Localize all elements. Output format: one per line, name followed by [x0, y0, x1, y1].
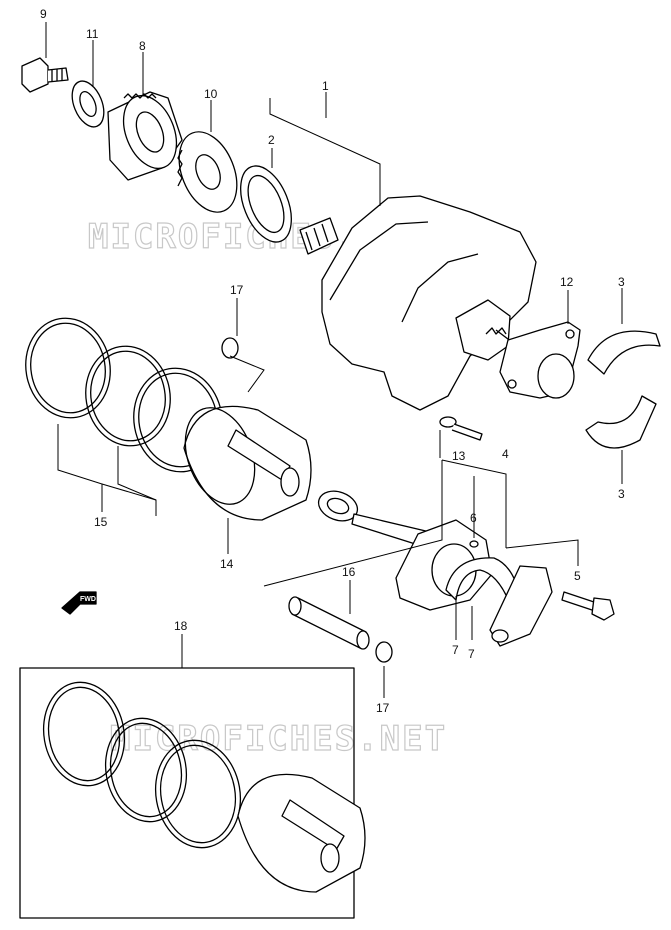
part-bearing-3-upper: [587, 330, 661, 375]
callout-14: 14: [220, 557, 234, 571]
part-washer-2: [240, 165, 292, 243]
callouts: 9 11 8 10 1 2 12 3 3 13 4 6 5 7 7 17 17 …: [40, 7, 625, 715]
part-piston-14: [183, 405, 312, 521]
callout-7-right: 7: [468, 647, 475, 661]
callout-17-lower: 17: [376, 701, 390, 715]
callout-11: 11: [86, 27, 99, 41]
part-set-18-rings: [42, 681, 242, 849]
part-bolt-9: [21, 57, 69, 93]
fwd-label: FWD: [80, 596, 96, 603]
callout-17-upper: 17: [230, 283, 244, 297]
callout-8: 8: [139, 39, 146, 53]
callout-5: 5: [574, 569, 581, 583]
part-bolt-5: [561, 591, 615, 621]
callout-18: 18: [174, 619, 188, 633]
callout-9: 9: [40, 7, 47, 21]
part-gear-10: [177, 131, 238, 213]
fwd-arrow-icon: [61, 591, 97, 615]
part-gear-8: [107, 91, 183, 181]
part-screw-13: [439, 416, 483, 441]
callout-12: 12: [560, 275, 574, 289]
part-pin-6: [469, 540, 479, 548]
part-circlip-17-lower: [375, 641, 393, 663]
callout-15: 15: [94, 515, 108, 529]
callout-3-upper: 3: [618, 275, 625, 289]
part-conrod-4: [317, 490, 493, 611]
callout-13: 13: [452, 449, 466, 463]
callout-1: 1: [322, 79, 329, 93]
part-bearing-3-lower: [585, 395, 657, 449]
part-pin-16: [288, 596, 370, 650]
callout-2: 2: [268, 133, 275, 147]
leader-lines: [45, 22, 623, 698]
callout-16: 16: [342, 565, 356, 579]
part-washer-11: [71, 80, 105, 128]
part-rod-cap-5: [489, 565, 553, 647]
watermark-bottom: MICROFICHES.NET: [110, 719, 447, 759]
callout-3-lower: 3: [618, 487, 625, 501]
part-set-18-piston: [237, 773, 366, 893]
callout-7-left: 7: [452, 643, 459, 657]
part-set-18-frame: [19, 667, 355, 919]
callout-4: 4: [502, 447, 509, 461]
part-crankshaft-1: [299, 195, 537, 411]
callout-6: 6: [470, 511, 477, 525]
callout-10: 10: [204, 87, 218, 101]
part-flange-12: [499, 321, 581, 399]
part-circlip-17-upper: [221, 337, 239, 359]
